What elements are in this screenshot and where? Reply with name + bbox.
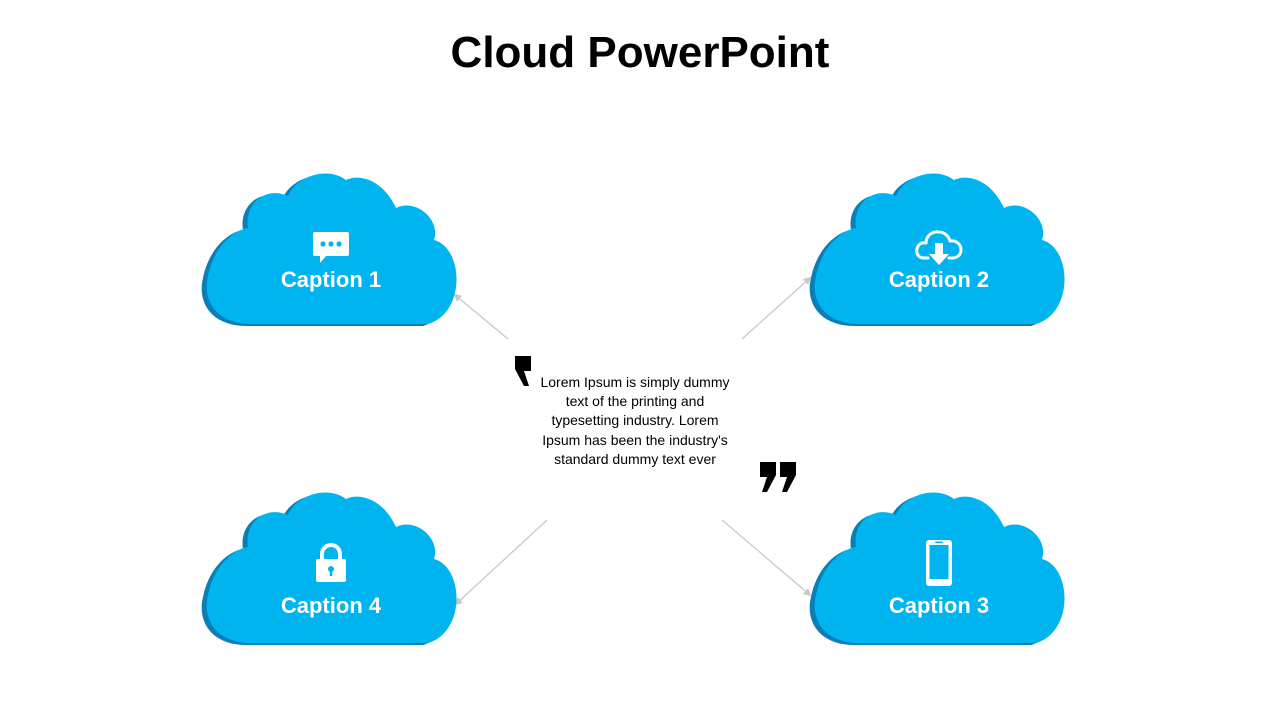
- close-quote-icon: [759, 461, 799, 498]
- arrow-to-caption-2: [741, 276, 812, 340]
- smartphone-icon: [804, 539, 1074, 592]
- quote-body-text: Lorem Ipsum is simply dummy text of the …: [540, 374, 730, 467]
- cloud-caption-label: Caption 2: [888, 267, 990, 292]
- open-quote-icon: [496, 355, 571, 392]
- arrow-to-caption-4: [454, 519, 548, 606]
- cloud-caption-1: Caption 1: [196, 168, 466, 333]
- arrow-to-caption-1: [453, 293, 509, 340]
- cloud-caption-2: Caption 2: [804, 168, 1074, 333]
- cloud-caption-4: Caption 4: [196, 487, 466, 652]
- chat-bubble-icon: [196, 230, 466, 269]
- page-title: Cloud PowerPoint: [450, 28, 830, 77]
- padlock-icon: [196, 542, 466, 589]
- cloud-download-icon: [804, 228, 1074, 271]
- cloud-caption-label: Caption 4: [280, 593, 382, 618]
- cloud-caption-label: Caption 3: [888, 593, 990, 618]
- arrow-to-caption-3: [721, 519, 812, 597]
- cloud-caption-3: Caption 3: [804, 487, 1074, 652]
- cloud-caption-label: Caption 1: [280, 267, 382, 292]
